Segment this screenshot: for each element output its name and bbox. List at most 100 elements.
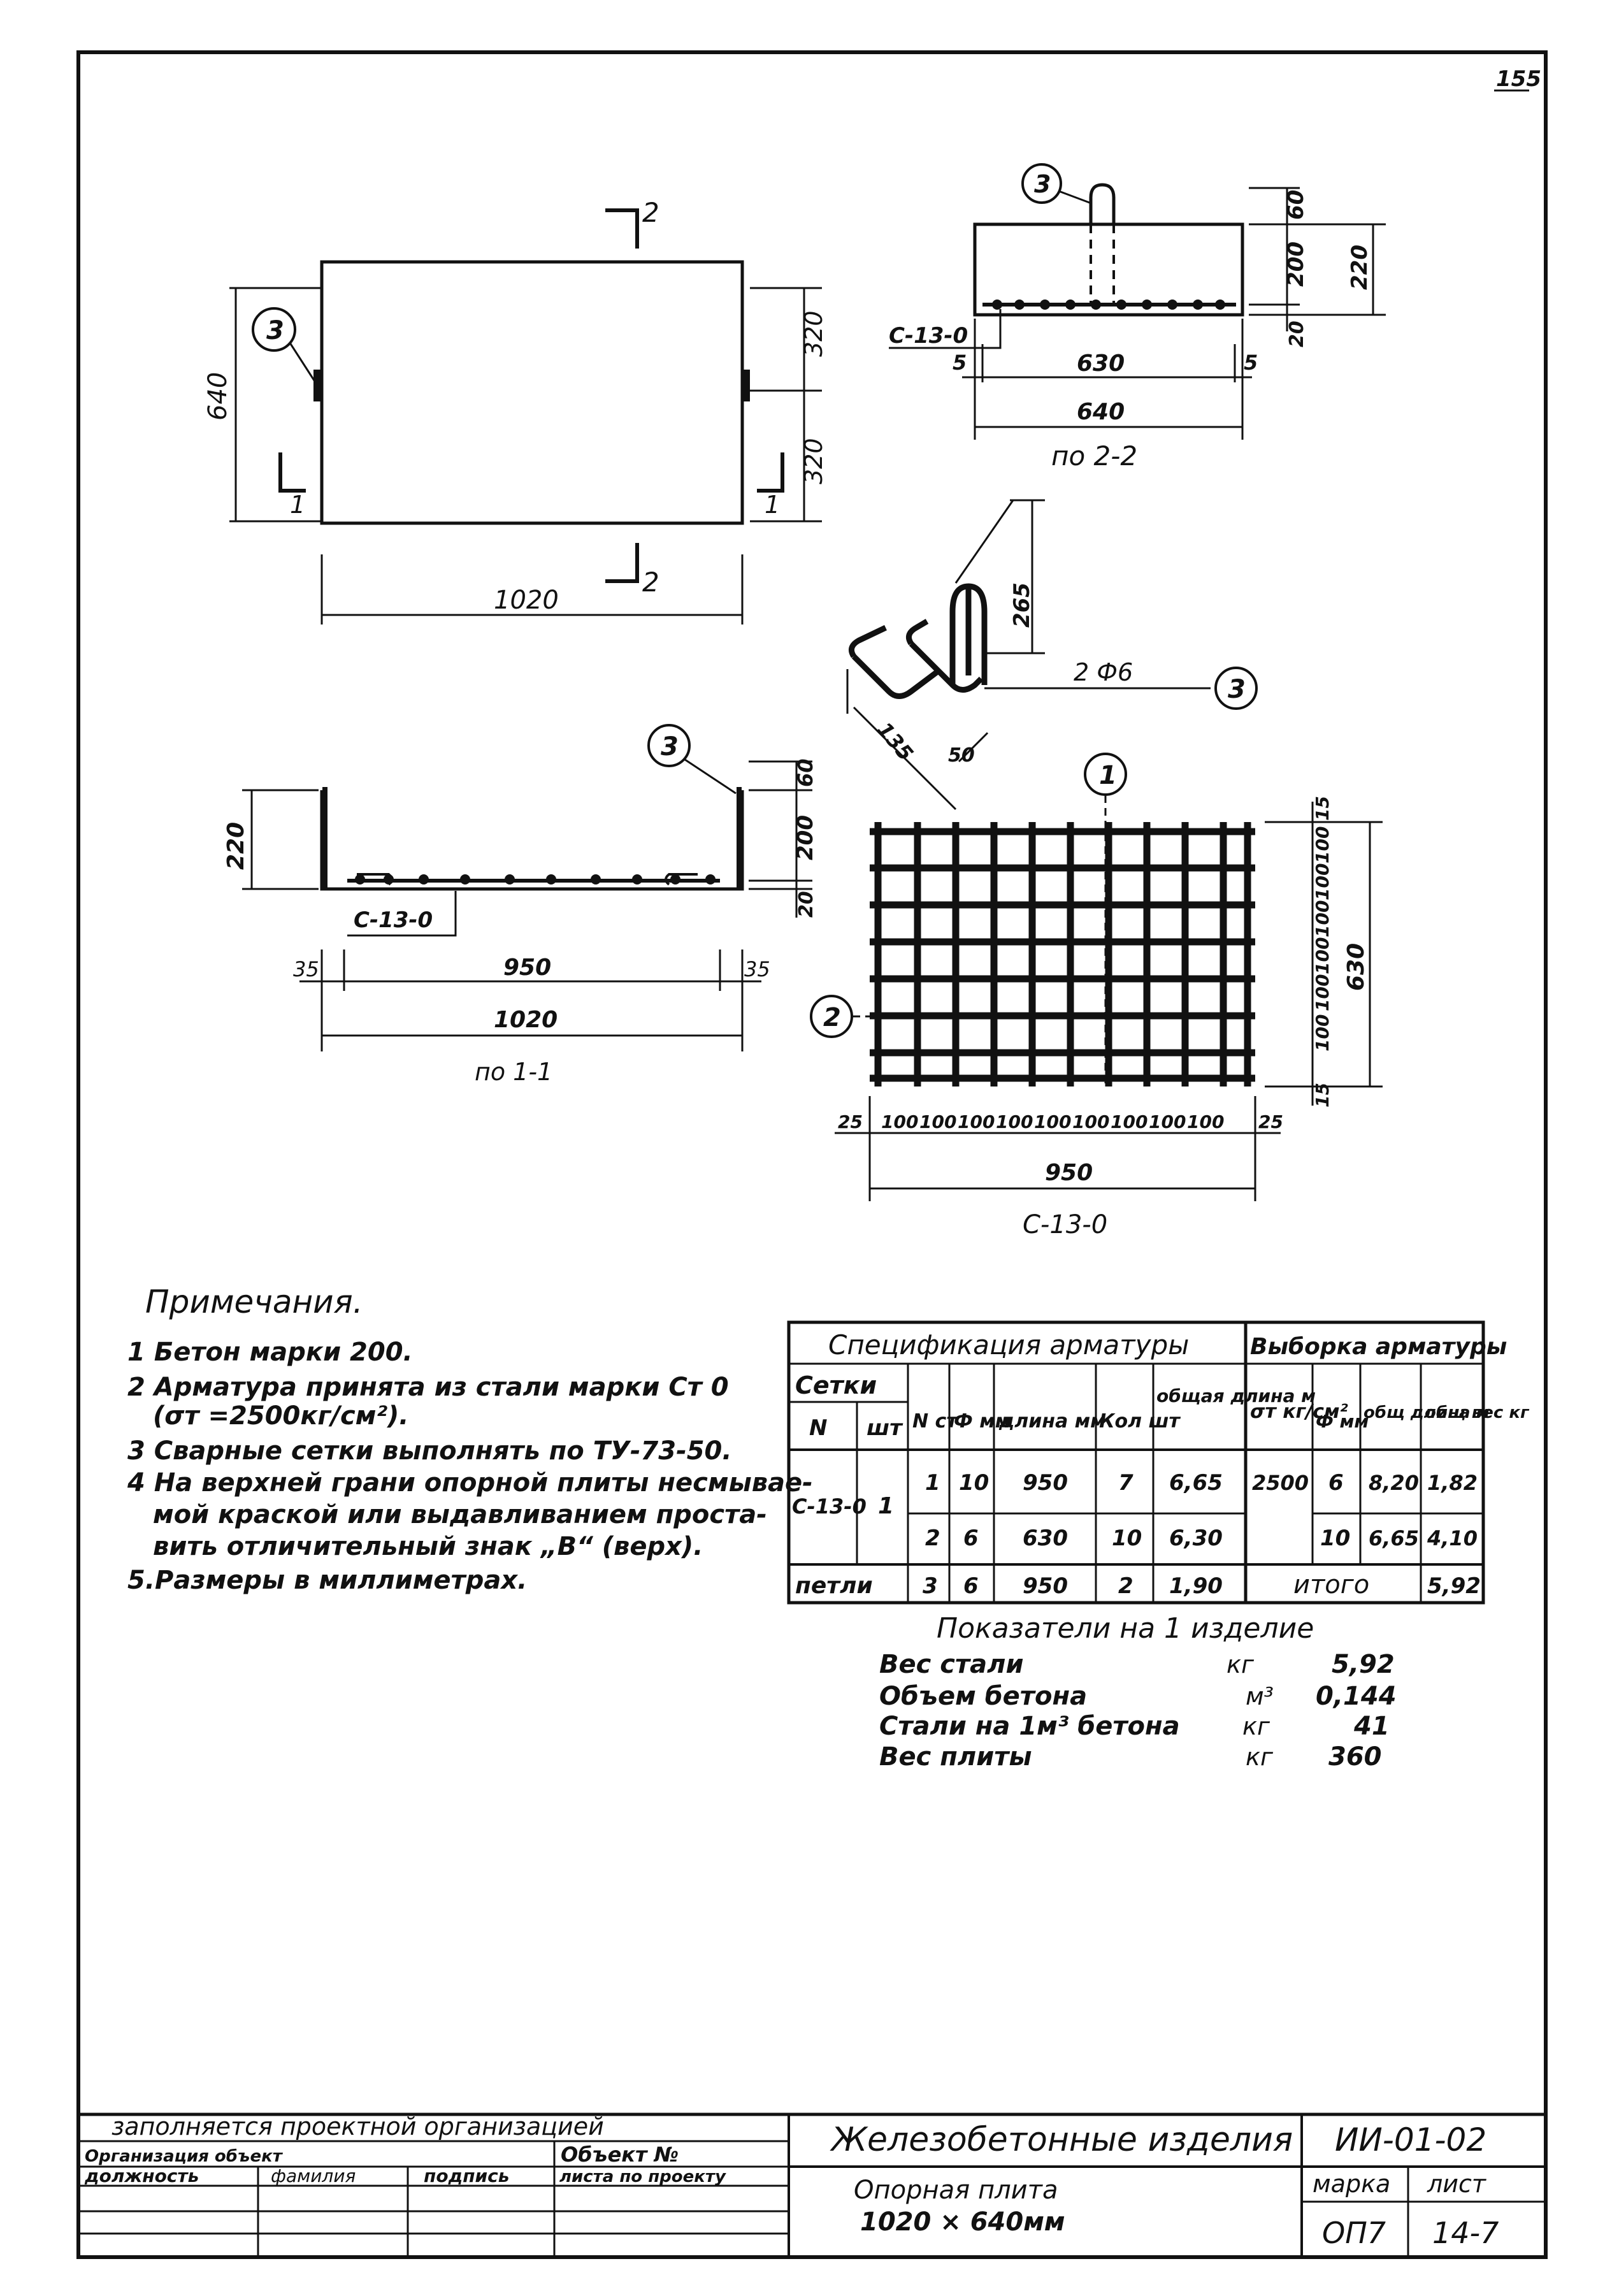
- section-22-outline: [973, 222, 1244, 317]
- mesh-callout-2: 2: [823, 1003, 841, 1032]
- plan-dim-320-top: 320: [800, 310, 828, 357]
- loop-bar-label: 2 Ф6: [1074, 658, 1133, 686]
- sel1-w: 1,82: [1427, 1471, 1478, 1495]
- tb-sheet-by-project: листа по проекту: [559, 2167, 726, 2186]
- row1-d: 10: [959, 1470, 989, 1496]
- h-count: Кол шт: [1099, 1410, 1181, 1433]
- note-line-5: мой краской или выдавливанием проста-: [153, 1500, 767, 1529]
- loops-tot: 1,90: [1169, 1573, 1223, 1599]
- s22-dim-630: 630: [1077, 350, 1125, 377]
- s22-dim-20: 20: [1286, 321, 1308, 347]
- ind-row-3-value: 360: [1328, 1742, 1382, 1772]
- tb-mark-label: марка: [1313, 2170, 1390, 2198]
- sel2-d: 10: [1320, 1526, 1350, 1551]
- tb-mark: ОП7: [1322, 2216, 1386, 2250]
- mesh-caption: С-13-0: [1023, 1210, 1107, 1239]
- s11-dim-35-left: 35: [293, 957, 319, 981]
- s11-dim-35-right: 35: [744, 957, 770, 981]
- mesh-callout-1: 1: [1099, 761, 1117, 790]
- s11-dim-200: 200: [793, 815, 818, 860]
- loop-callout-3: 3: [1228, 675, 1246, 704]
- note-line-7: 5.Размеры в миллиметрах.: [127, 1566, 527, 1595]
- spec-title: Спецификация арматуры: [828, 1329, 1189, 1361]
- s22-dim-200: 200: [1283, 242, 1309, 287]
- mesh-dim-bottom-10: 25: [1258, 1111, 1283, 1132]
- h-len: длина мм: [998, 1410, 1106, 1433]
- s11-dim-1020: 1020: [494, 1007, 558, 1033]
- s22-caption: по 2-2: [1051, 440, 1137, 472]
- h-sigma: σт кг/см²: [1250, 1401, 1348, 1423]
- tb-product-type: Железобетонные изделия: [830, 2121, 1293, 2159]
- notes: Примечания. 1 Бетон марки 200. 2 Арматур…: [127, 1283, 813, 1595]
- loop-detail: 265 2 Ф6 3 135 50: [846, 499, 1258, 811]
- mesh-dim-bottom-0: 25: [838, 1111, 863, 1132]
- tb-sheet-label: лист: [1427, 2170, 1487, 2198]
- mesh-dim-right-0: 15: [1312, 796, 1333, 821]
- row1-tot: 6,65: [1169, 1470, 1223, 1496]
- ind-row-0-label: Вес стали: [879, 1650, 1023, 1679]
- loops-label: петли: [795, 1573, 873, 1599]
- note-line-2: (σт =2500кг/см²).: [153, 1401, 408, 1431]
- section-mark-bottom: 2: [642, 567, 659, 598]
- h-tot-len2: общ длина м: [1364, 1403, 1490, 1422]
- mesh-dim-right-4: 100: [1312, 937, 1333, 974]
- h-total-len: общая длина м: [1156, 1385, 1316, 1406]
- plan-dim-320-bottom: 320: [800, 438, 828, 484]
- note-line-3: 3 Сварные сетки выполнять по ТУ-73-50.: [127, 1436, 732, 1466]
- tb-series: ИИ-01-02: [1335, 2121, 1486, 2158]
- mesh-dim-right-3: 100: [1312, 900, 1333, 937]
- s11-mesh-label: С-13-0: [354, 907, 433, 933]
- notes-title: Примечания.: [145, 1283, 363, 1320]
- indicators: Показатели на 1 изделие Вес стали кг 5,9…: [879, 1612, 1397, 1772]
- s11-dim-60: 60: [793, 758, 817, 787]
- row1-len: 950: [1023, 1470, 1068, 1496]
- mesh-dim-bottom-2: 100: [919, 1111, 956, 1132]
- mesh-dim-right-6: 100: [1312, 1014, 1333, 1051]
- s22-dim-5-left: 5: [953, 350, 967, 375]
- ind-row-3-label: Вес плиты: [879, 1742, 1032, 1772]
- section-mark-top: 2: [642, 197, 659, 228]
- tb-org: Организация объект: [85, 2147, 284, 2166]
- ind-row-2-unit: кг: [1242, 1712, 1270, 1740]
- mesh-dim-bottom-6: 100: [1072, 1111, 1109, 1132]
- row2-tot: 6,30: [1169, 1526, 1223, 1551]
- s11-dim-20: 20: [795, 891, 817, 918]
- mesh-dim-bottom-1: 100: [881, 1111, 918, 1132]
- mesh-dim-bottom-4: 100: [996, 1111, 1033, 1132]
- mesh-dim-right-2: 100: [1312, 863, 1333, 900]
- row2-n: 2: [925, 1526, 940, 1551]
- spec-table: Спецификация арматуры Выборка арматуры С…: [787, 1320, 1530, 1605]
- ind-row-0-unit: кг: [1227, 1650, 1255, 1679]
- tb-name-line1: Опорная плита: [854, 2176, 1058, 2205]
- mesh-qty: 1: [878, 1493, 894, 1519]
- h-diam: Ф мм: [954, 1410, 1011, 1433]
- s22-dim-640: 640: [1077, 399, 1125, 425]
- indicators-title: Показатели на 1 изделие: [937, 1612, 1314, 1645]
- row2-len: 630: [1023, 1526, 1068, 1551]
- row1-cnt: 7: [1118, 1470, 1133, 1496]
- h-rod-n: N ст: [912, 1410, 958, 1433]
- loops-n: 3: [923, 1573, 938, 1599]
- plan-dim-640: 640: [203, 372, 233, 421]
- h-n: N: [809, 1415, 827, 1441]
- title-block: заполняется проектной организацией Орган…: [78, 2112, 1546, 2257]
- ind-row-2-label: Стали на 1м³ бетона: [879, 1712, 1180, 1741]
- mesh-dim-bottom-8: 100: [1149, 1111, 1186, 1132]
- loops-d: 6: [963, 1573, 979, 1599]
- total-label: итого: [1293, 1570, 1369, 1599]
- mesh-plan: 1 2 15 100 100 100 100 100 100 15 630 25…: [810, 753, 1383, 1239]
- sel1-d: 6: [1328, 1470, 1344, 1496]
- tb-filled-by: заполняется проектной организацией: [112, 2112, 604, 2141]
- h-tot-w: общ вес кг: [1425, 1403, 1530, 1422]
- tb-surname: фамилия: [271, 2165, 356, 2186]
- sheet-frame: [76, 50, 1548, 2259]
- section-1-1: 3 220 60 200 20 С-13-0 35 950 35 1020 по…: [223, 724, 818, 1086]
- h-qty-mesh: шт: [867, 1415, 903, 1441]
- ind-row-1-label: Объем бетона: [879, 1682, 1087, 1711]
- mesh-dim-bottom-7: 100: [1111, 1111, 1148, 1132]
- s11-dim-950: 950: [503, 955, 551, 981]
- total-value: 5,92: [1427, 1573, 1481, 1599]
- h-diam2: Ф мм: [1316, 1411, 1369, 1432]
- tb-sheet: 14-7: [1432, 2216, 1499, 2250]
